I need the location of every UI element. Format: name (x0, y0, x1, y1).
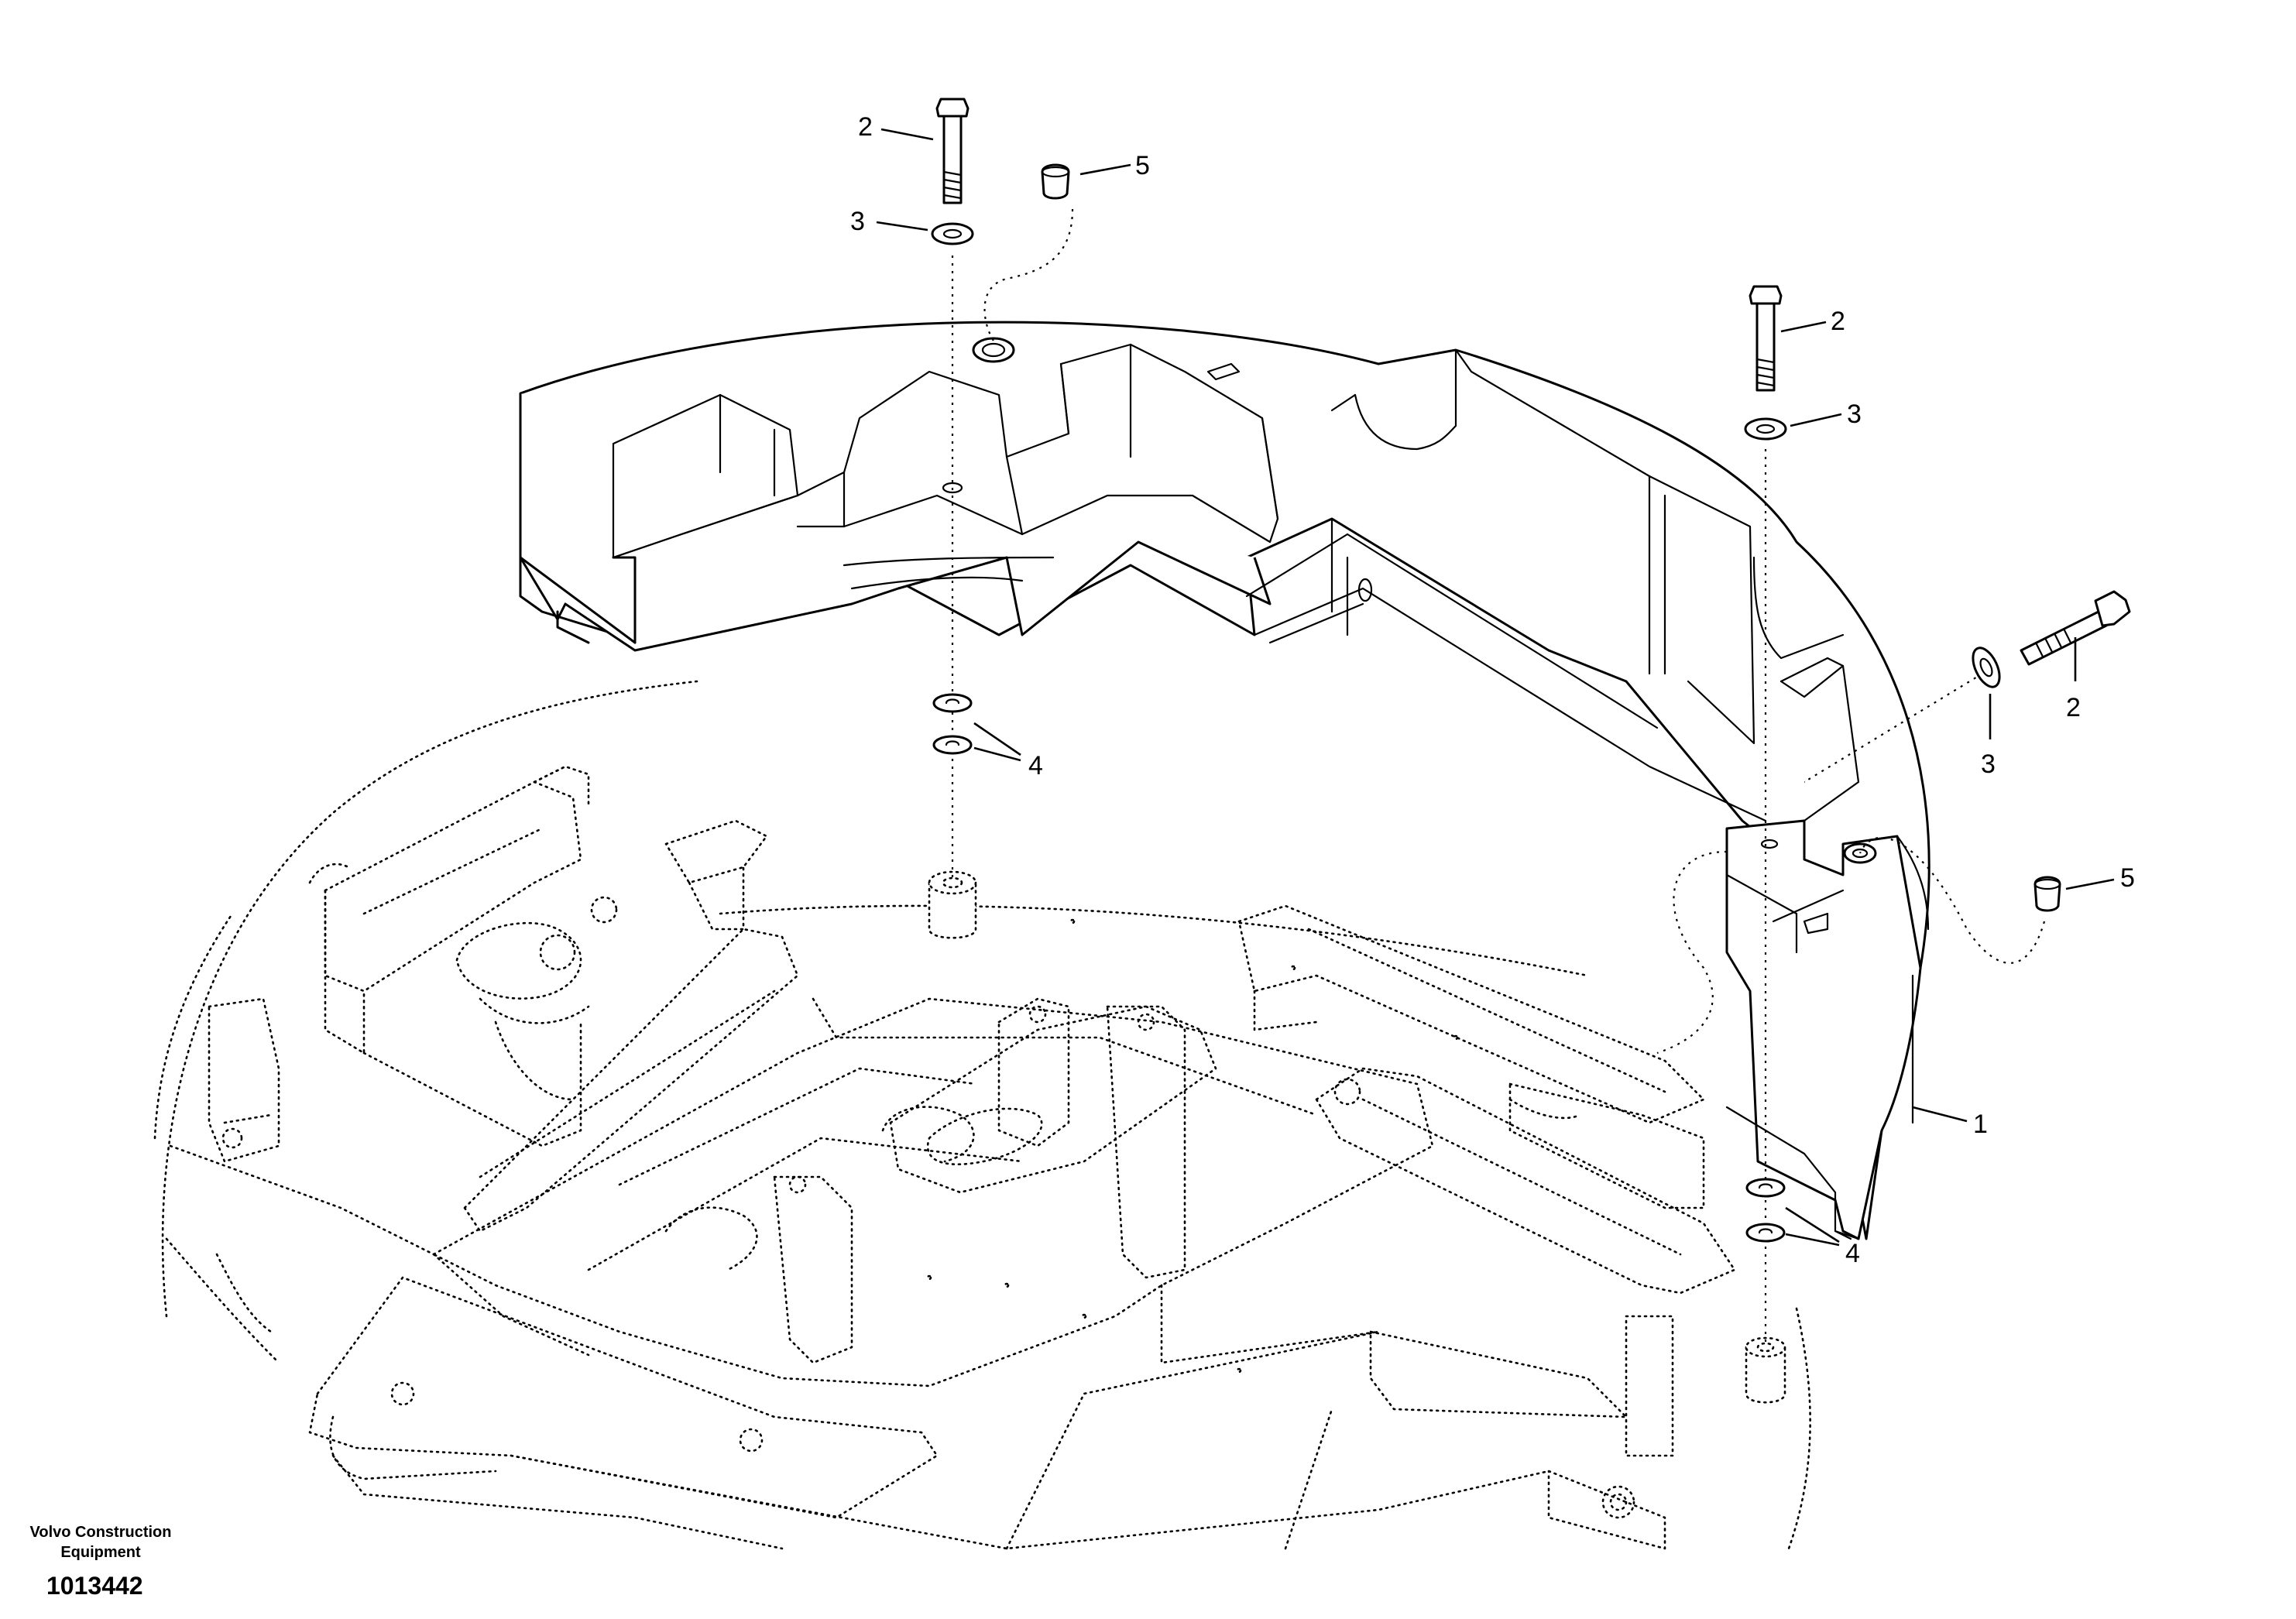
washer-3-right-side (1972, 647, 2001, 688)
brand-name-line2: Equipment (60, 1544, 141, 1561)
callout-5-right: 5 (2120, 863, 2135, 893)
callout-3-top-left: 3 (850, 207, 865, 236)
callout-5-top: 5 (1135, 151, 1150, 180)
assembly-axis-lines (951, 208, 2046, 1347)
washer-3-left (931, 222, 974, 245)
brand-name-line1: Volvo Construction (29, 1524, 172, 1541)
washer-3-right-upper (1744, 417, 1787, 441)
callout-4-right: 4 (1845, 1239, 1860, 1268)
callout-4-left: 4 (1028, 751, 1043, 780)
callout-3-right-side: 3 (1981, 749, 1996, 779)
plug-5-right (2033, 876, 2061, 912)
counterweight (519, 321, 1930, 1240)
upperstructure-frame (153, 680, 1811, 1550)
drawing-number: 1013442 (46, 1572, 143, 1600)
callout-2-right-side: 2 (2066, 693, 2081, 722)
plug-5-top (1041, 163, 1070, 200)
bolt-2-left (935, 98, 970, 204)
callout-1-counterweight: 1 (1973, 1110, 1988, 1139)
callout-2-top-left: 2 (858, 112, 873, 142)
callout-leaders (876, 128, 2115, 1247)
bolt-2-right-upper (1749, 285, 1783, 392)
callout-labels: 2 3 5 4 2 3 2 3 5 1 4 (850, 112, 2135, 1268)
shims-4-right (1745, 1178, 1786, 1243)
callout-3-right-upper: 3 (1847, 400, 1862, 429)
shims-4-left (932, 693, 973, 755)
callout-2-right-upper: 2 (1831, 307, 1845, 336)
hardware (931, 98, 2131, 1243)
bolt-2-right-side (2020, 590, 2131, 666)
